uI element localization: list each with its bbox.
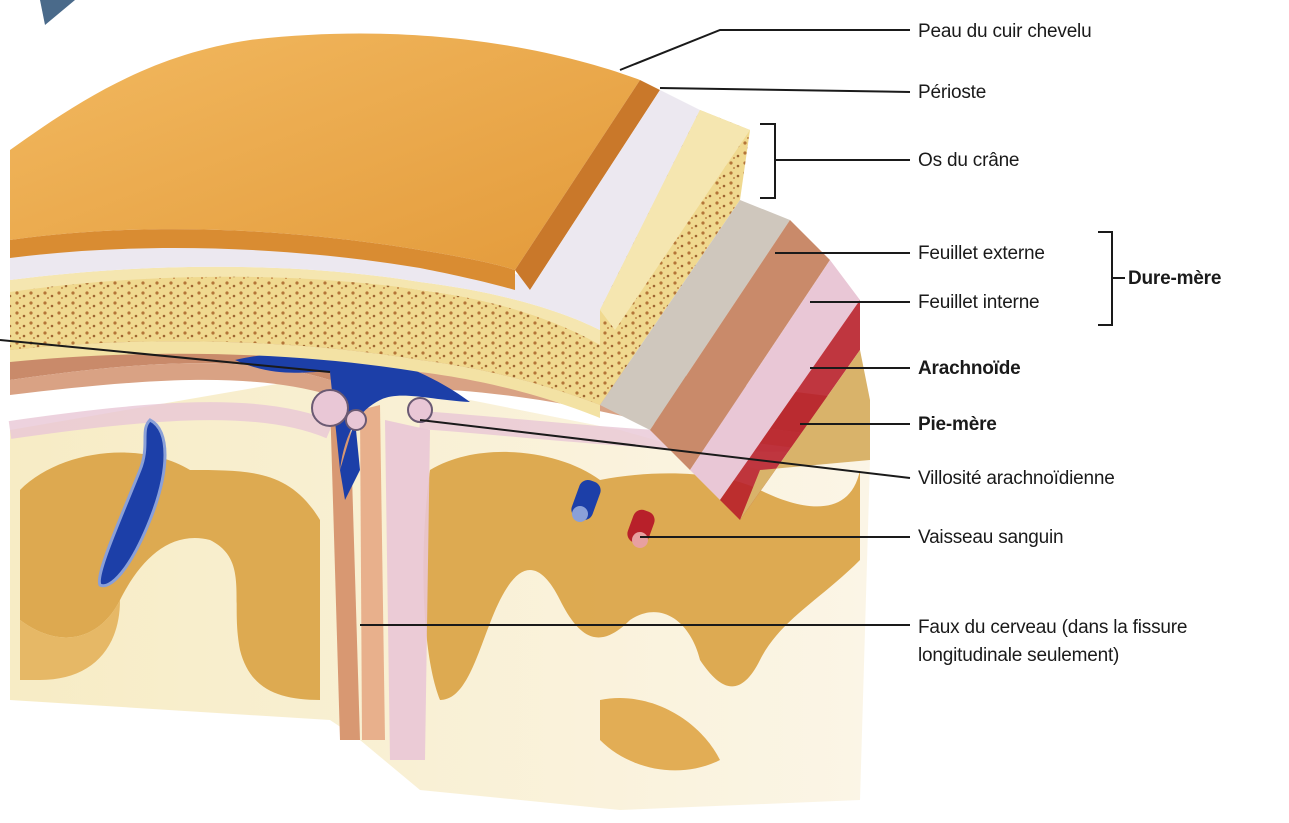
label-arachnoid: Arachnoïde (918, 358, 1021, 380)
label-periosteum: Périoste (918, 82, 986, 104)
leader-scalp (620, 30, 910, 70)
arachnoid-villus (312, 390, 348, 426)
label-arachnoid-villus: Villosité arachnoïdienne (918, 468, 1115, 490)
label-scalp: Peau du cuir chevelu (918, 21, 1091, 43)
leader-periosteum (660, 88, 910, 92)
leader-dura-bracket (1098, 232, 1112, 325)
label-blood-vessel: Vaisseau sanguin (918, 527, 1063, 549)
label-pia-mater: Pie-mère (918, 414, 997, 436)
label-skull: Os du crâne (918, 150, 1019, 172)
leader-skull-bracket (760, 124, 775, 198)
label-falx-cerebri: Faux du cerveau (dans la fissure longitu… (918, 614, 1288, 670)
label-outer-layer: Feuillet externe (918, 243, 1045, 265)
label-inner-layer: Feuillet interne (918, 292, 1039, 314)
corner-fragment (40, 0, 75, 25)
label-dura-mater: Dure-mère (1128, 268, 1221, 290)
